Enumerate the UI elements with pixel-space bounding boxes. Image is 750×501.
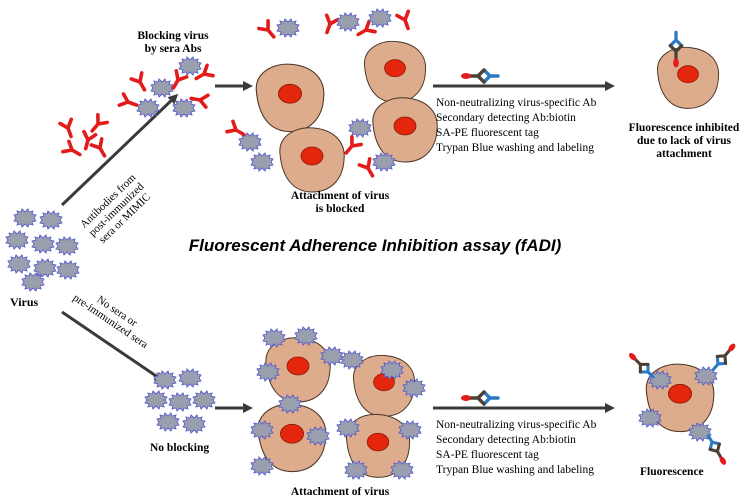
- step-line: Non-neutralizing virus-specific Ab: [436, 97, 597, 109]
- label-attachment-blocked: Attachment of virus is blocked: [275, 190, 405, 216]
- upper-path-arrow: [60, 93, 179, 207]
- free-antibodies: [58, 112, 112, 162]
- label-fluorescence: Fluorescence: [640, 466, 704, 478]
- step-line: Trypan Blue washing and labeling: [436, 142, 595, 154]
- blocked-virus-group: [117, 56, 215, 118]
- label-line: by sera Abs: [144, 43, 202, 56]
- steps-bottom: Non-neutralizing virus-specific Ab Secon…: [436, 418, 596, 478]
- label-blocking-virus: Blocking virus by sera Abs: [118, 30, 228, 56]
- label-line: is blocked: [315, 203, 365, 216]
- label-line: due to lack of virus: [637, 135, 731, 148]
- unblocked-virus-cluster: [144, 368, 216, 434]
- step-line: Secondary detecting Ab:biotin: [436, 112, 576, 124]
- label-attachment: Attachment of virus: [290, 486, 390, 498]
- detection-antibody-icon: [459, 390, 500, 406]
- step-line: SA-PE fluorescent tag: [436, 449, 539, 461]
- page-title: Fluorescent Adherence Inhibition assay (…: [188, 236, 562, 255]
- step-line: SA-PE fluorescent tag: [436, 127, 539, 139]
- label-line: Fluorescence inhibited: [628, 122, 740, 134]
- label-line: Attachment of virus: [290, 190, 390, 202]
- label-no-blocking: No blocking: [150, 442, 210, 454]
- label-fluorescence-inhibited: Fluorescence inhibited due to lack of vi…: [620, 122, 748, 162]
- label-line: Blocking virus: [137, 30, 209, 42]
- step-line: Trypan Blue washing and labeling: [436, 464, 595, 476]
- result-cell-top: [656, 30, 720, 109]
- steps-top: Non-neutralizing virus-specific Ab Secon…: [436, 96, 596, 156]
- label-line: attachment: [656, 148, 712, 161]
- result-cell-bottom: [624, 339, 741, 469]
- detection-antibody-icon: [459, 68, 500, 84]
- step-line: Secondary detecting Ab:biotin: [436, 434, 576, 446]
- lower-path-arrow: [61, 310, 165, 382]
- step-line: Non-neutralizing virus-specific Ab: [436, 419, 597, 431]
- label-virus: Virus: [10, 295, 39, 309]
- cells-top: [255, 40, 438, 193]
